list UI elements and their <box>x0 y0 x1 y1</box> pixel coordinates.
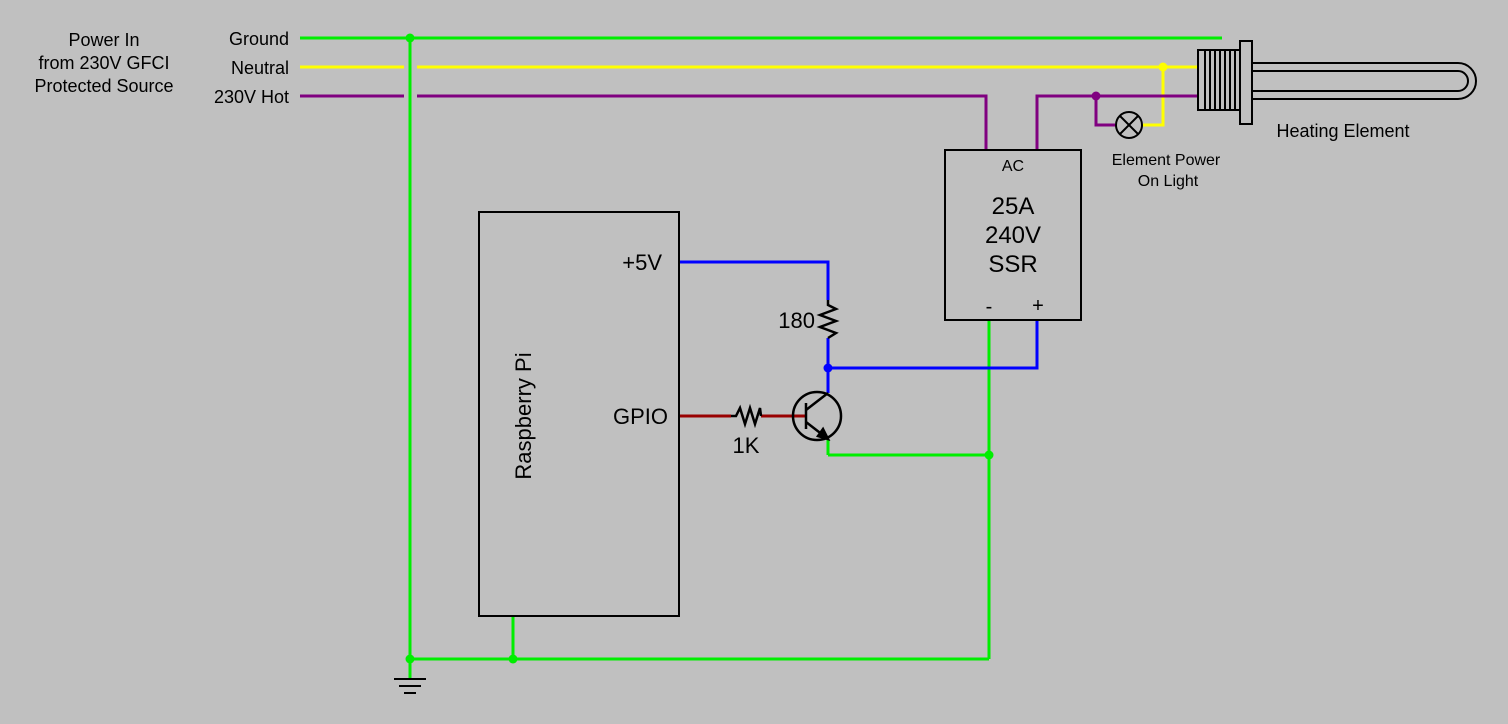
lamp-neutral-wire <box>1143 67 1165 127</box>
junction-dot-collector <box>823 363 833 373</box>
pi-gpio-label: GPIO <box>613 404 668 429</box>
neutral-wires <box>300 65 1204 127</box>
resistor-1k-label: 1K <box>733 433 760 458</box>
junction-dot-emitter <box>984 450 994 460</box>
ssr-minus-label: - <box>986 296 993 318</box>
source-label-line2: from 230V GFCI <box>38 53 169 73</box>
junction-dot-lamp-neutral <box>1158 62 1168 72</box>
pi-name-label: Raspberry Pi <box>511 352 536 479</box>
ssr-voltage-label: 240V <box>985 222 1041 249</box>
resistor-1k-icon <box>731 403 763 429</box>
heater-label: Heating Element <box>1276 121 1409 141</box>
lamp-label-line2: On Light <box>1138 173 1199 190</box>
junction-dot-ground-bottom <box>405 654 415 664</box>
source-label-line1: Power In <box>68 30 139 50</box>
ssr-box <box>944 149 1082 321</box>
npn-transistor-icon <box>791 390 843 442</box>
lamp-label-line1: Element Power <box>1112 152 1221 169</box>
raspberry-pi-box <box>478 211 680 617</box>
junction-dot-pi-ground <box>508 654 518 664</box>
neutral-label: Neutral <box>231 58 289 78</box>
ground-wires <box>300 36 1222 678</box>
ssr-plus-label: + <box>1032 295 1044 317</box>
dc-positive-wires <box>679 260 1039 393</box>
source-label-line3: Protected Source <box>34 76 173 96</box>
lamp-hot-wire <box>1094 96 1115 127</box>
hot-label: 230V Hot <box>214 87 289 107</box>
ground-label: Ground <box>229 29 289 49</box>
pi-5v-label: +5V <box>622 250 662 275</box>
hot-wires <box>300 94 1204 150</box>
junction-dot-ground-top <box>405 33 415 43</box>
resistor-180-label: 180 <box>778 308 815 333</box>
ssr-current-label: 25A <box>992 193 1035 220</box>
lamp-icon <box>1115 111 1143 139</box>
ssr-type-label: SSR <box>988 251 1037 278</box>
resistor-180-icon <box>816 300 840 340</box>
junction-dot-lamp-hot <box>1091 91 1101 101</box>
ssr-plus-wire <box>828 320 1039 370</box>
ssr-to-heater <box>1035 94 1204 150</box>
ssr-ac-label: AC <box>1002 158 1024 175</box>
heating-element-icon <box>1197 40 1477 125</box>
hot-line-to-ssr <box>417 94 988 150</box>
plus5v-wire <box>679 260 830 300</box>
ground-symbol-icon <box>394 678 426 694</box>
